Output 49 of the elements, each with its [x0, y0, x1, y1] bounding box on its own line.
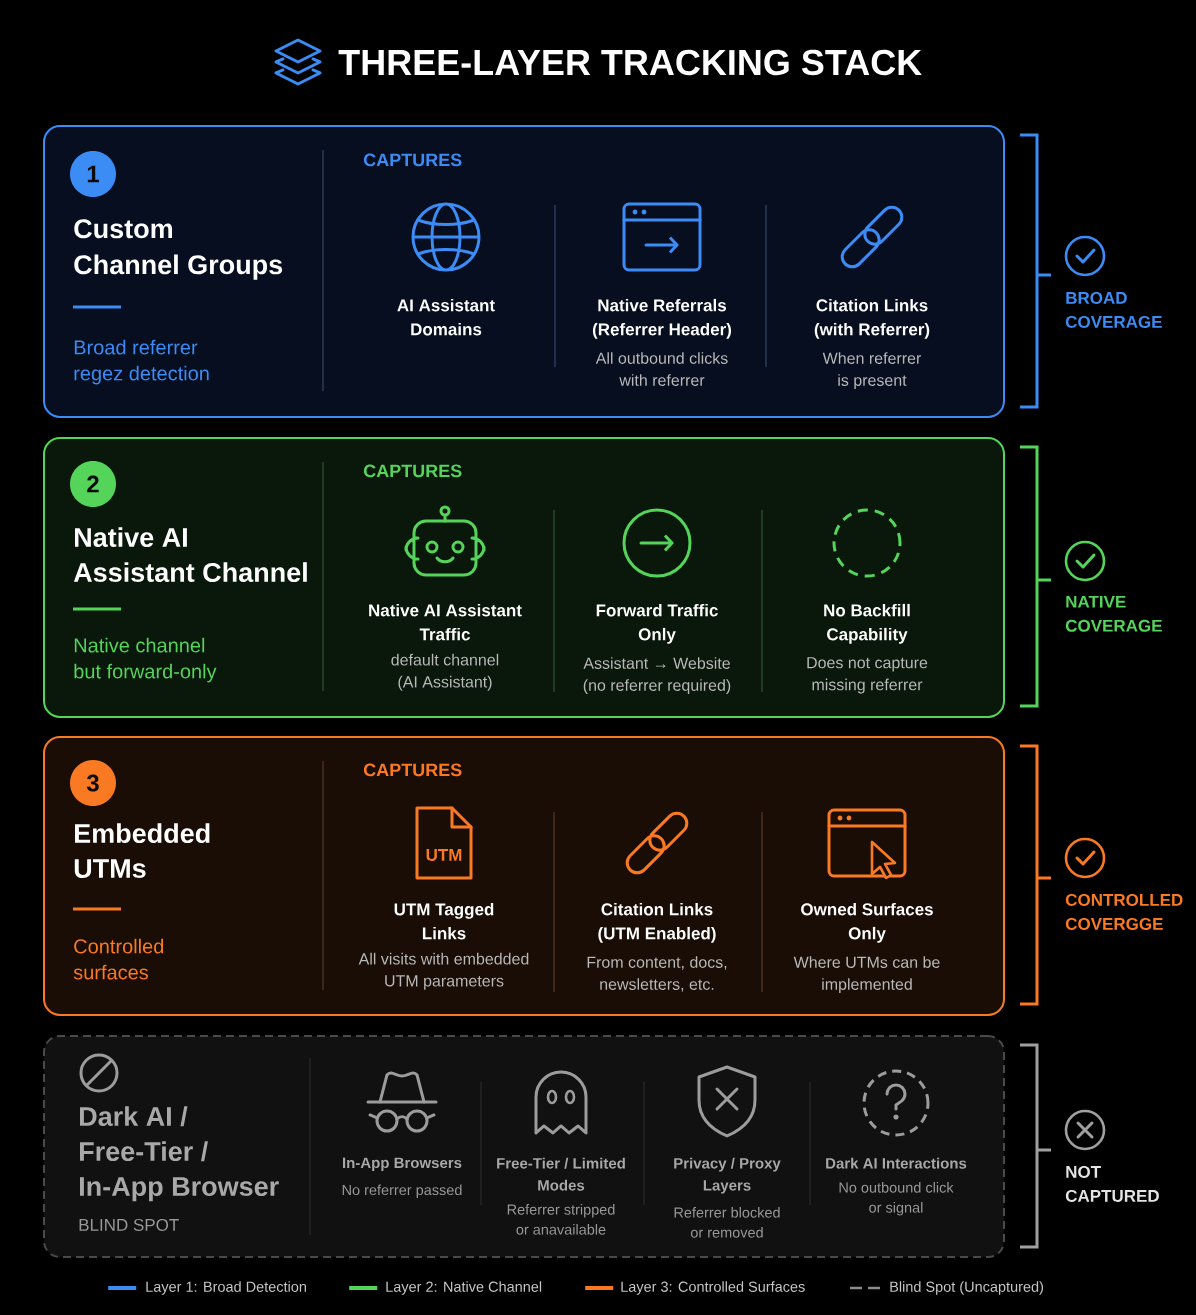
item-title: Forward Traffic Only: [596, 603, 718, 644]
legend-label: Layer 2: Native Channel: [386, 1281, 542, 1295]
icon-label: UTM: [426, 849, 462, 861]
number-badge: 1: [70, 151, 116, 197]
item-description: From content, docs, newsletters, etc.: [587, 956, 727, 992]
panel-subtitle: Controlled surfaces: [73, 938, 164, 980]
item-title: Native Referrals (Referrer Header): [592, 298, 732, 339]
coverage-label: NATIVE COVERAGE: [1065, 595, 1162, 632]
panel-subtitle: Native channel but forward-only: [74, 637, 217, 683]
coverage-label: BROAD COVERAGE: [1065, 291, 1162, 328]
section-label: CAPTURES: [363, 153, 462, 167]
panel-subtitle: BLIND SPOT: [79, 1218, 179, 1231]
item-title: Citation Links (UTM Enabled): [598, 902, 716, 943]
panel-heading: Embedded UTMs: [74, 823, 210, 879]
legend-label: Layer 1: Broad Detection: [146, 1281, 306, 1295]
item-title: UTM Tagged Links: [394, 902, 494, 940]
item-description: All outbound clicks with referrer: [595, 352, 728, 386]
item-description: Does not capture missing referrer: [807, 657, 928, 694]
title: THREE-LAYER TRACKING STACK: [338, 49, 922, 76]
item-description: Where UTMs can be implemented: [793, 956, 940, 994]
item-title: Privacy / Proxy Layers: [674, 1157, 781, 1194]
number-badge: 3: [70, 760, 116, 806]
panel-heading: Custom Channel Groups: [74, 219, 283, 280]
item-title: Dark AI Interactions: [826, 1157, 967, 1169]
item-title: Owned Surfaces Only: [801, 902, 933, 943]
panel-heading: Dark AI / Free-Tier / In-App Browser: [80, 1106, 279, 1202]
item-description: No referrer passed: [342, 1184, 462, 1198]
item-description: default channel (AI Assistant): [391, 653, 499, 691]
item-title: Citation Links (with Referrer): [814, 298, 930, 339]
section-label: CAPTURES: [363, 763, 462, 777]
item-description: No outbound click or signal: [839, 1182, 954, 1216]
coverage-label: CONTROLLED COVERGGE: [1065, 893, 1183, 930]
item-description: Assistant → Website (no referrer required): [583, 657, 731, 695]
item-title: Native AI Assistant Traffic: [369, 603, 522, 641]
legend-label: Layer 3: Controlled Surfaces: [621, 1281, 805, 1295]
item-title: No Backfill Capability: [824, 603, 910, 644]
item-description: Referrer blocked or removed: [674, 1207, 780, 1238]
coverage-label: NOT CAPTURED: [1065, 1165, 1159, 1202]
item-description: All visits with embedded UTM parameters: [358, 952, 529, 990]
item-title: In-App Browsers: [343, 1157, 462, 1172]
item-title: AI Assistant Domains: [397, 298, 495, 336]
legend-label: Blind Spot (Uncaptured): [890, 1281, 1043, 1295]
item-title: Free-Tier / Limited Modes: [497, 1157, 625, 1191]
item-description: When referrer is present: [822, 352, 922, 390]
panel-subtitle: Broad referrer regez detection: [74, 339, 209, 385]
number-badge: 2: [70, 461, 116, 507]
section-label: CAPTURES: [363, 464, 462, 478]
panel-heading: Native AI Assistant Channel: [73, 527, 307, 583]
item-description: Referrer stripped or anavailable: [507, 1204, 615, 1235]
